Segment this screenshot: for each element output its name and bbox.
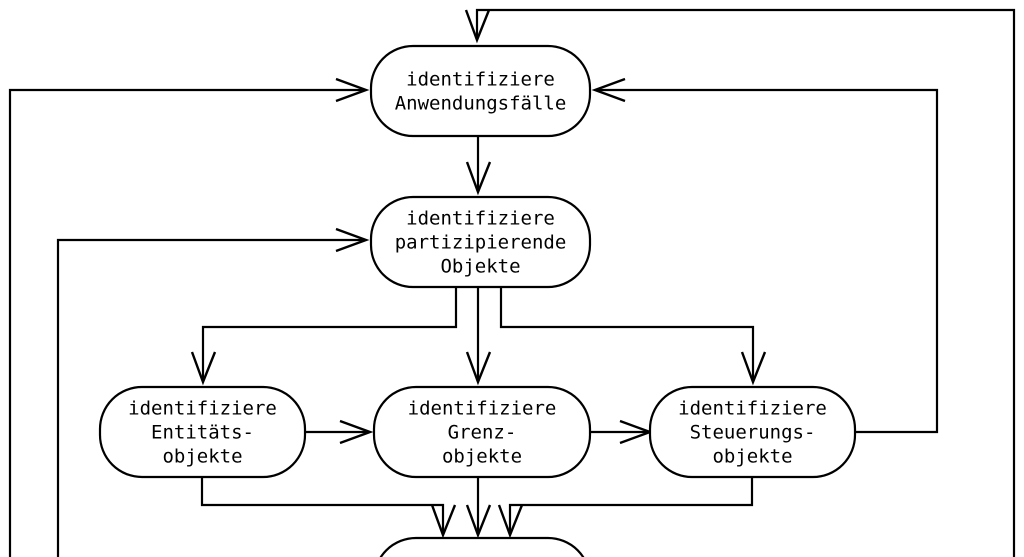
node-entitaetsobjekte-line1: identifiziere <box>128 398 277 420</box>
edge-steuerungsobjekte-to-anwendungsfaelle <box>591 77 939 434</box>
node-grenzobjekte-line3: objekte <box>442 446 522 468</box>
node-grenzobjekte-shape[interactable] <box>372 385 592 479</box>
node-grenzobjekte-line2: Grenz- <box>448 422 517 444</box>
node-entitaetsobjekte-shape[interactable] <box>98 385 307 479</box>
node-steuerungsobjekte-line2: Steuerungs- <box>690 422 816 444</box>
edge-steuerungsobjekte-to-bottom-node <box>497 477 754 539</box>
node-partizipierende-objekte-line1: identifiziere <box>406 208 555 230</box>
node-steuerungsobjekte-line3: objekte <box>712 446 792 468</box>
node-grenzobjekte-line1: identifiziere <box>408 398 557 420</box>
node-bottom-cropped-shape[interactable] <box>374 536 590 557</box>
edge-partizipierende-to-entitaetsobjekte <box>190 287 458 386</box>
edge-grenzobjekte-to-steuerungsobjekte <box>590 419 654 445</box>
node-steuerungsobjekte-line1: identifiziere <box>678 398 827 420</box>
node-entitaetsobjekte[interactable]: identifiziere Entitäts- objekte <box>98 385 307 479</box>
node-anwendungsfaelle[interactable]: identifiziere Anwendungsfälle <box>369 44 592 138</box>
node-partizipierende-objekte-shape[interactable] <box>369 195 592 289</box>
edge-grenzobjekte-to-bottom-node <box>465 477 492 539</box>
node-anwendungsfaelle-shape[interactable] <box>369 44 592 138</box>
node-grenzobjekte[interactable]: identifiziere Grenz- objekte <box>372 385 592 479</box>
node-bottom-cropped[interactable] <box>374 536 590 557</box>
node-steuerungsobjekte[interactable]: identifiziere Steuerungs- objekte <box>648 385 857 479</box>
edge-left-inner-rail-into-partizipierende <box>56 227 370 557</box>
edge-partizipierende-to-steuerungsobjekte <box>499 287 767 386</box>
node-entitaetsobjekte-line2: Entitäts- <box>151 422 254 444</box>
node-entitaetsobjekte-line3: objekte <box>162 446 242 468</box>
edge-entitaetsobjekte-to-bottom-node <box>200 477 457 539</box>
edge-partizipierende-to-grenzobjekte <box>465 287 492 386</box>
node-partizipierende-objekte-line2: partizipierende <box>395 232 567 254</box>
node-partizipierende-objekte-line3: Objekte <box>440 256 520 278</box>
node-steuerungsobjekte-shape[interactable] <box>648 385 857 479</box>
edge-anwendungsfaelle-to-partizipierende <box>465 136 492 196</box>
node-partizipierende-objekte[interactable]: identifiziere partizipierende Objekte <box>369 195 592 289</box>
edge-entitaetsobjekte-to-grenzobjekte <box>305 419 374 445</box>
edge-left-rail-into-anwendungsfaelle <box>8 77 370 557</box>
edge-top-feedback-into-anwendungsfaelle <box>464 8 1016 557</box>
node-anwendungsfaelle-line1: identifiziere <box>406 69 555 91</box>
node-anwendungsfaelle-line2: Anwendungsfälle <box>395 93 567 115</box>
